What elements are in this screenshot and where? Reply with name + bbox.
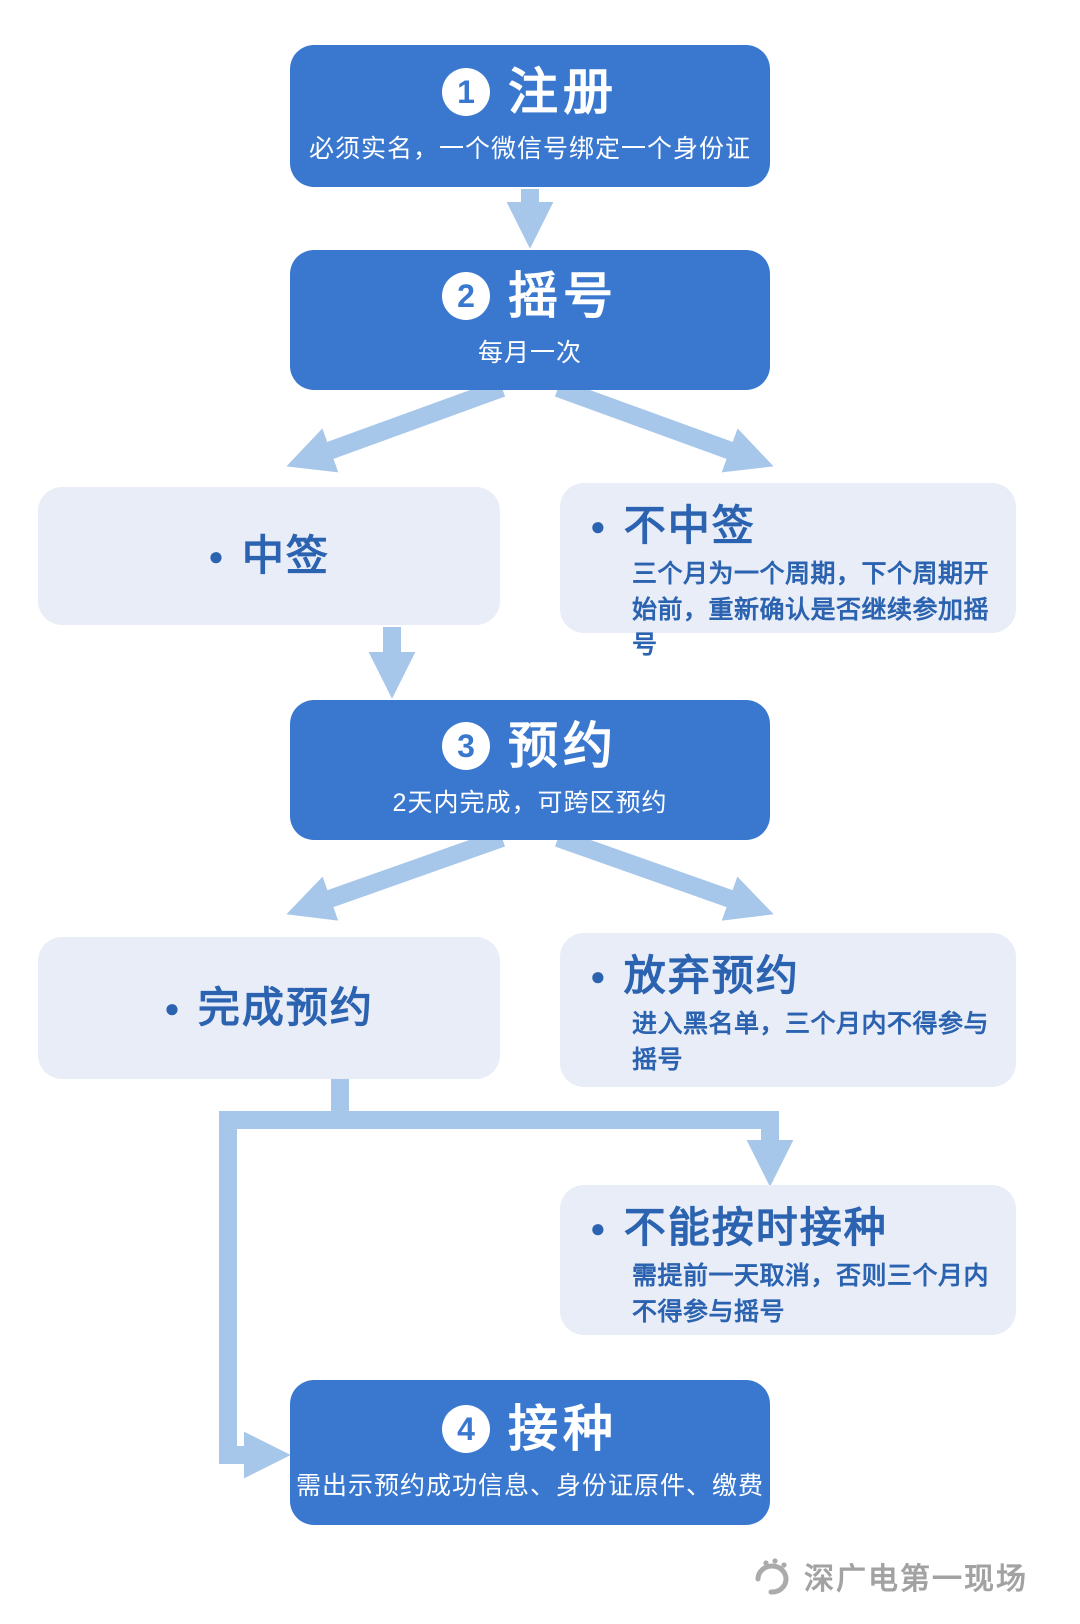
register-title: 注册 bbox=[508, 64, 618, 120]
miss-appointment-title: 不能按时接种 bbox=[623, 1204, 888, 1251]
arrow-done-to-miss-and-vaccinate bbox=[219, 1111, 794, 1479]
bullet-icon: ● bbox=[164, 993, 182, 1023]
vaccinate-title: 接种 bbox=[508, 1400, 618, 1457]
reserve-title-row: 3 预约 bbox=[442, 721, 618, 771]
step-1-number-badge: 1 bbox=[442, 68, 490, 116]
node-vaccinate: 4 接种 需出示预约成功信息、身份证原件、缴费 bbox=[290, 1380, 770, 1525]
register-title-row: 1 注册 bbox=[442, 67, 618, 117]
win-title-row: ● 中签 bbox=[208, 531, 330, 579]
arrow-lottery-to-lose bbox=[554, 379, 774, 473]
reserve-abandon-title-row: ● 放弃预约 bbox=[590, 952, 990, 999]
reserve-done-title-row: ● 完成预约 bbox=[164, 983, 374, 1031]
arrow-reserve-to-done bbox=[286, 829, 505, 921]
node-reserve-done: ● 完成预约 bbox=[38, 937, 500, 1079]
lose-title-row: ● 不中签 bbox=[590, 502, 990, 549]
reserve-done-title: 完成预约 bbox=[197, 983, 374, 1031]
reserve-title: 预约 bbox=[508, 718, 618, 774]
vaccinate-title-row: 4 接种 bbox=[442, 1404, 618, 1454]
bullet-icon: ● bbox=[208, 541, 226, 571]
node-win: ● 中签 bbox=[38, 487, 500, 625]
lottery-title: 摇号 bbox=[508, 268, 618, 324]
watermark: 深广电第一现场 bbox=[750, 1554, 1028, 1598]
step-4-number-badge: 4 bbox=[442, 1404, 490, 1453]
lose-description: 三个月为一个周期，下个周期开始前，重新确认是否继续参加摇号 bbox=[632, 560, 990, 660]
watermark-text: 深广电第一现场 bbox=[804, 1563, 1028, 1596]
reserve-subtitle: 2天内完成，可跨区预约 bbox=[392, 789, 668, 817]
register-subtitle: 必须实名，一个微信号绑定一个身份证 bbox=[308, 135, 751, 163]
node-lose: ● 不中签 三个月为一个周期，下个周期开始前，重新确认是否继续参加摇号 bbox=[560, 483, 1016, 659]
step-2-number-badge: 2 bbox=[442, 272, 490, 320]
node-register: 1 注册 必须实名，一个微信号绑定一个身份证 bbox=[290, 45, 770, 187]
reserve-abandon-title: 放弃预约 bbox=[623, 952, 800, 999]
node-lottery: 2 摇号 每月一次 bbox=[290, 250, 770, 390]
lottery-title-row: 2 摇号 bbox=[442, 271, 618, 321]
station-logo-icon bbox=[755, 1558, 789, 1595]
miss-appointment-title-row: ● 不能按时接种 bbox=[590, 1204, 990, 1251]
node-reserve: 3 预约 2天内完成，可跨区预约 bbox=[290, 700, 770, 840]
bullet-icon: ● bbox=[590, 1213, 608, 1244]
reserve-abandon-description: 进入黑名单，三个月内不得参与摇号 bbox=[632, 1010, 990, 1074]
node-reserve-abandon: ● 放弃预约 进入黑名单，三个月内不得参与摇号 bbox=[560, 933, 1016, 1087]
lottery-subtitle: 每月一次 bbox=[477, 339, 582, 367]
bullet-icon: ● bbox=[590, 961, 608, 992]
node-miss-appointment: ● 不能按时接种 需提前一天取消，否则三个月内不得参与摇号 bbox=[560, 1185, 1016, 1335]
miss-appointment-description: 需提前一天取消，否则三个月内不得参与摇号 bbox=[632, 1262, 990, 1326]
vaccinate-subtitle: 需出示预约成功信息、身份证原件、缴费 bbox=[295, 1471, 764, 1500]
bullet-icon: ● bbox=[590, 511, 608, 542]
step-3-number-badge: 3 bbox=[442, 722, 490, 770]
arrow-reserve-to-abandon bbox=[555, 829, 774, 921]
arrow-lottery-to-win bbox=[286, 379, 506, 473]
win-title: 中签 bbox=[241, 531, 330, 579]
lose-title: 不中签 bbox=[623, 502, 756, 549]
